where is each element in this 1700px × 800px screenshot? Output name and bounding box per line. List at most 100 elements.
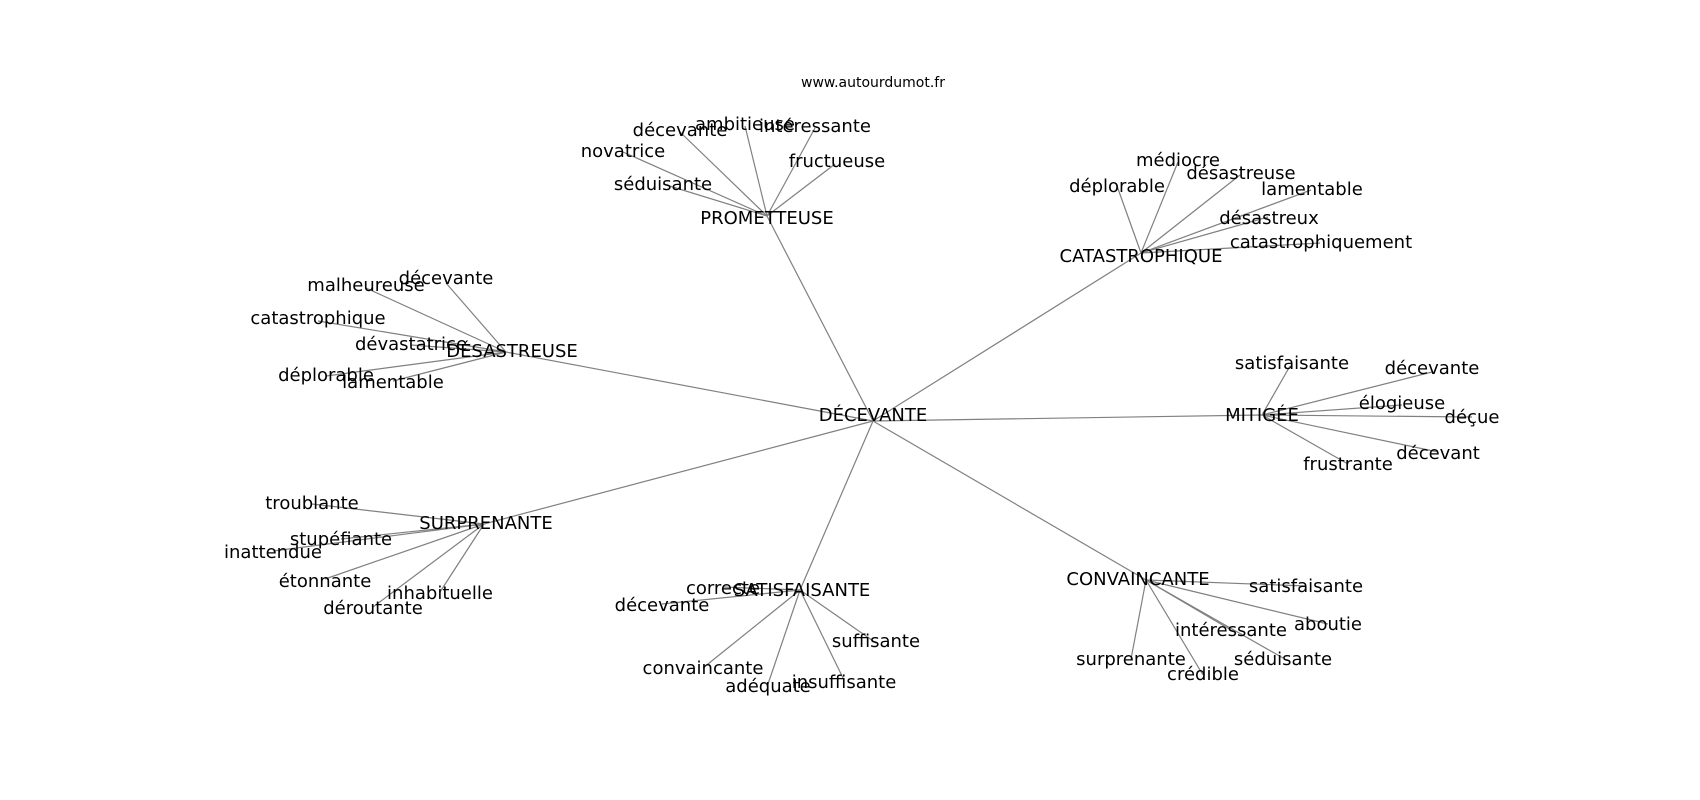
leaf-node-satisfaisante: adéquate: [725, 676, 811, 697]
edge-satisfaisante-leaf: [661, 589, 801, 605]
leaf-node-prometteuse: fructueuse: [789, 151, 885, 172]
edge-convaincante-leaf: [1145, 579, 1307, 587]
leaf-node-convaincante: intéressante: [1175, 620, 1287, 641]
hub-node-catastrophique: CATASTROPHIQUE: [1060, 246, 1223, 267]
edge-center-surprenante: [483, 420, 874, 525]
edge-surprenante-leaf: [439, 523, 485, 593]
edge-center-satisfaisante: [799, 420, 874, 591]
edge-catastrophique-leaf: [1140, 189, 1312, 254]
edge-desastreuse-leaf: [445, 282, 507, 353]
leaf-node-mitigee: décevant: [1396, 443, 1480, 464]
leaf-node-catastrophique: catastrophiquement: [1230, 232, 1412, 253]
leaf-node-desastreuse: lamentable: [342, 372, 444, 393]
leaf-node-desastreuse: catastrophique: [250, 308, 385, 329]
leaf-node-convaincante: séduisante: [1234, 649, 1332, 670]
edge-desastreuse-leaf: [325, 351, 507, 377]
leaf-node-desastreuse: décevante: [399, 268, 494, 289]
leaf-node-satisfaisante: décevante: [615, 595, 710, 616]
hub-node-convaincante: CONVAINCANTE: [1066, 569, 1209, 590]
edge-satisfaisante-leaf: [799, 589, 877, 644]
leaf-node-catastrophique: désastreuse: [1186, 163, 1295, 184]
edge-mitigee-leaf: [1261, 414, 1349, 465]
edge-surprenante-leaf: [272, 523, 485, 552]
leaf-node-satisfaisante: convaincante: [643, 658, 764, 679]
leaf-node-prometteuse: intéressante: [759, 116, 871, 137]
leaf-node-surprenante: stupéfiante: [290, 529, 392, 550]
edge-desastreuse-leaf: [365, 287, 507, 353]
leaf-node-desastreuse: déplorable: [278, 365, 374, 386]
leaf-node-convaincante: surprenante: [1076, 649, 1186, 670]
edge-mitigee-leaf: [1261, 414, 1439, 453]
edge-catastrophique-leaf: [1116, 185, 1142, 254]
edge-surprenante-leaf: [372, 523, 485, 608]
labels-layer: www.autourdumot.fr DÉCEVANTE séduisante n…: [224, 75, 1499, 697]
edge-center-catastrophique: [872, 252, 1142, 422]
edge-catastrophique-leaf: [1140, 174, 1241, 254]
edge-prometteuse-leaf: [744, 125, 768, 217]
leaf-node-prometteuse: novatrice: [581, 141, 666, 162]
leaf-node-mitigee: satisfaisante: [1235, 353, 1349, 374]
leaf-node-surprenante: inattendue: [224, 542, 322, 563]
edge-center-convaincante: [872, 420, 1147, 581]
edge-mitigee-leaf: [1261, 404, 1403, 416]
edge-center-desastreuse: [505, 351, 874, 422]
edge-mitigee-leaf: [1261, 414, 1473, 418]
leaf-node-surprenante: déroutante: [323, 598, 423, 619]
edge-prometteuse-leaf: [766, 127, 816, 217]
leaf-node-mitigee: élogieuse: [1359, 393, 1445, 414]
edge-prometteuse-leaf: [679, 131, 768, 217]
leaf-node-surprenante: troublante: [265, 493, 358, 514]
edges-layer: [272, 125, 1473, 685]
edge-convaincante-leaf: [1145, 579, 1204, 676]
hub-node-satisfaisante: SATISFAISANTE: [734, 580, 871, 601]
leaf-node-catastrophique: médiocre: [1136, 150, 1220, 171]
leaf-node-surprenante: étonnante: [279, 571, 372, 592]
edge-desastreuse-leaf: [410, 344, 507, 353]
edge-desastreuse-leaf: [317, 320, 507, 353]
edge-catastrophique-leaf: [1140, 161, 1179, 254]
source-site: www.autourdumot.fr: [801, 75, 945, 91]
edge-satisfaisante-leaf: [702, 589, 801, 669]
edge-prometteuse-leaf: [766, 163, 836, 217]
hub-node-surprenante: SURPRENANTE: [419, 513, 552, 534]
edge-convaincante-leaf: [1130, 579, 1147, 660]
leaf-node-prometteuse: décevante: [633, 120, 728, 141]
edge-center-prometteuse: [766, 215, 874, 422]
edge-catastrophique-leaf: [1140, 216, 1269, 254]
leaf-node-satisfaisante: correcte: [686, 578, 760, 599]
edge-prometteuse-leaf: [622, 151, 768, 217]
edge-surprenante-leaf: [324, 523, 485, 580]
leaf-node-catastrophique: lamentable: [1261, 179, 1363, 200]
hub-node-prometteuse: PROMETTEUSE: [700, 208, 833, 229]
leaf-node-desastreuse: malheureuse: [307, 275, 424, 296]
edge-satisfaisante-leaf: [767, 589, 801, 685]
leaf-node-catastrophique: déplorable: [1069, 176, 1165, 197]
leaf-node-mitigee: décevante: [1385, 358, 1480, 379]
leaf-node-convaincante: crédible: [1167, 664, 1239, 685]
edge-prometteuse-leaf: [662, 183, 768, 217]
edge-center-mitigee: [872, 414, 1263, 422]
edge-desastreuse-leaf: [392, 351, 507, 382]
leaf-node-prometteuse: séduisante: [614, 174, 712, 195]
edge-convaincante-leaf: [1145, 579, 1329, 625]
edge-convaincante-leaf: [1145, 579, 1284, 659]
center-node: DÉCEVANTE: [819, 404, 927, 426]
hub-node-desastreuse: DÉSASTREUSE: [446, 340, 578, 362]
leaf-node-mitigee: déçue: [1445, 407, 1500, 428]
leaf-node-satisfaisante: insuffisante: [792, 672, 897, 693]
edge-satisfaisante-leaf: [722, 586, 801, 591]
edge-surprenante-leaf: [311, 503, 485, 525]
leaf-node-convaincante: satisfaisante: [1249, 576, 1363, 597]
edge-mitigee-leaf: [1261, 365, 1291, 416]
leaf-node-prometteuse: ambitieuse: [695, 114, 795, 135]
leaf-node-catastrophique: désastreux: [1219, 208, 1319, 229]
leaf-node-satisfaisante: suffisante: [832, 631, 920, 652]
edge-satisfaisante-leaf: [799, 589, 845, 681]
leaf-node-convaincante: aboutie: [1294, 614, 1362, 635]
leaf-node-desastreuse: dévastatrice: [355, 334, 467, 355]
edge-catastrophique-leaf: [1140, 242, 1321, 254]
leaf-node-surprenante: inhabituelle: [387, 583, 493, 604]
leaf-node-mitigee: frustrante: [1303, 454, 1393, 475]
hub-node-mitigee: MITIGÉE: [1225, 404, 1299, 426]
